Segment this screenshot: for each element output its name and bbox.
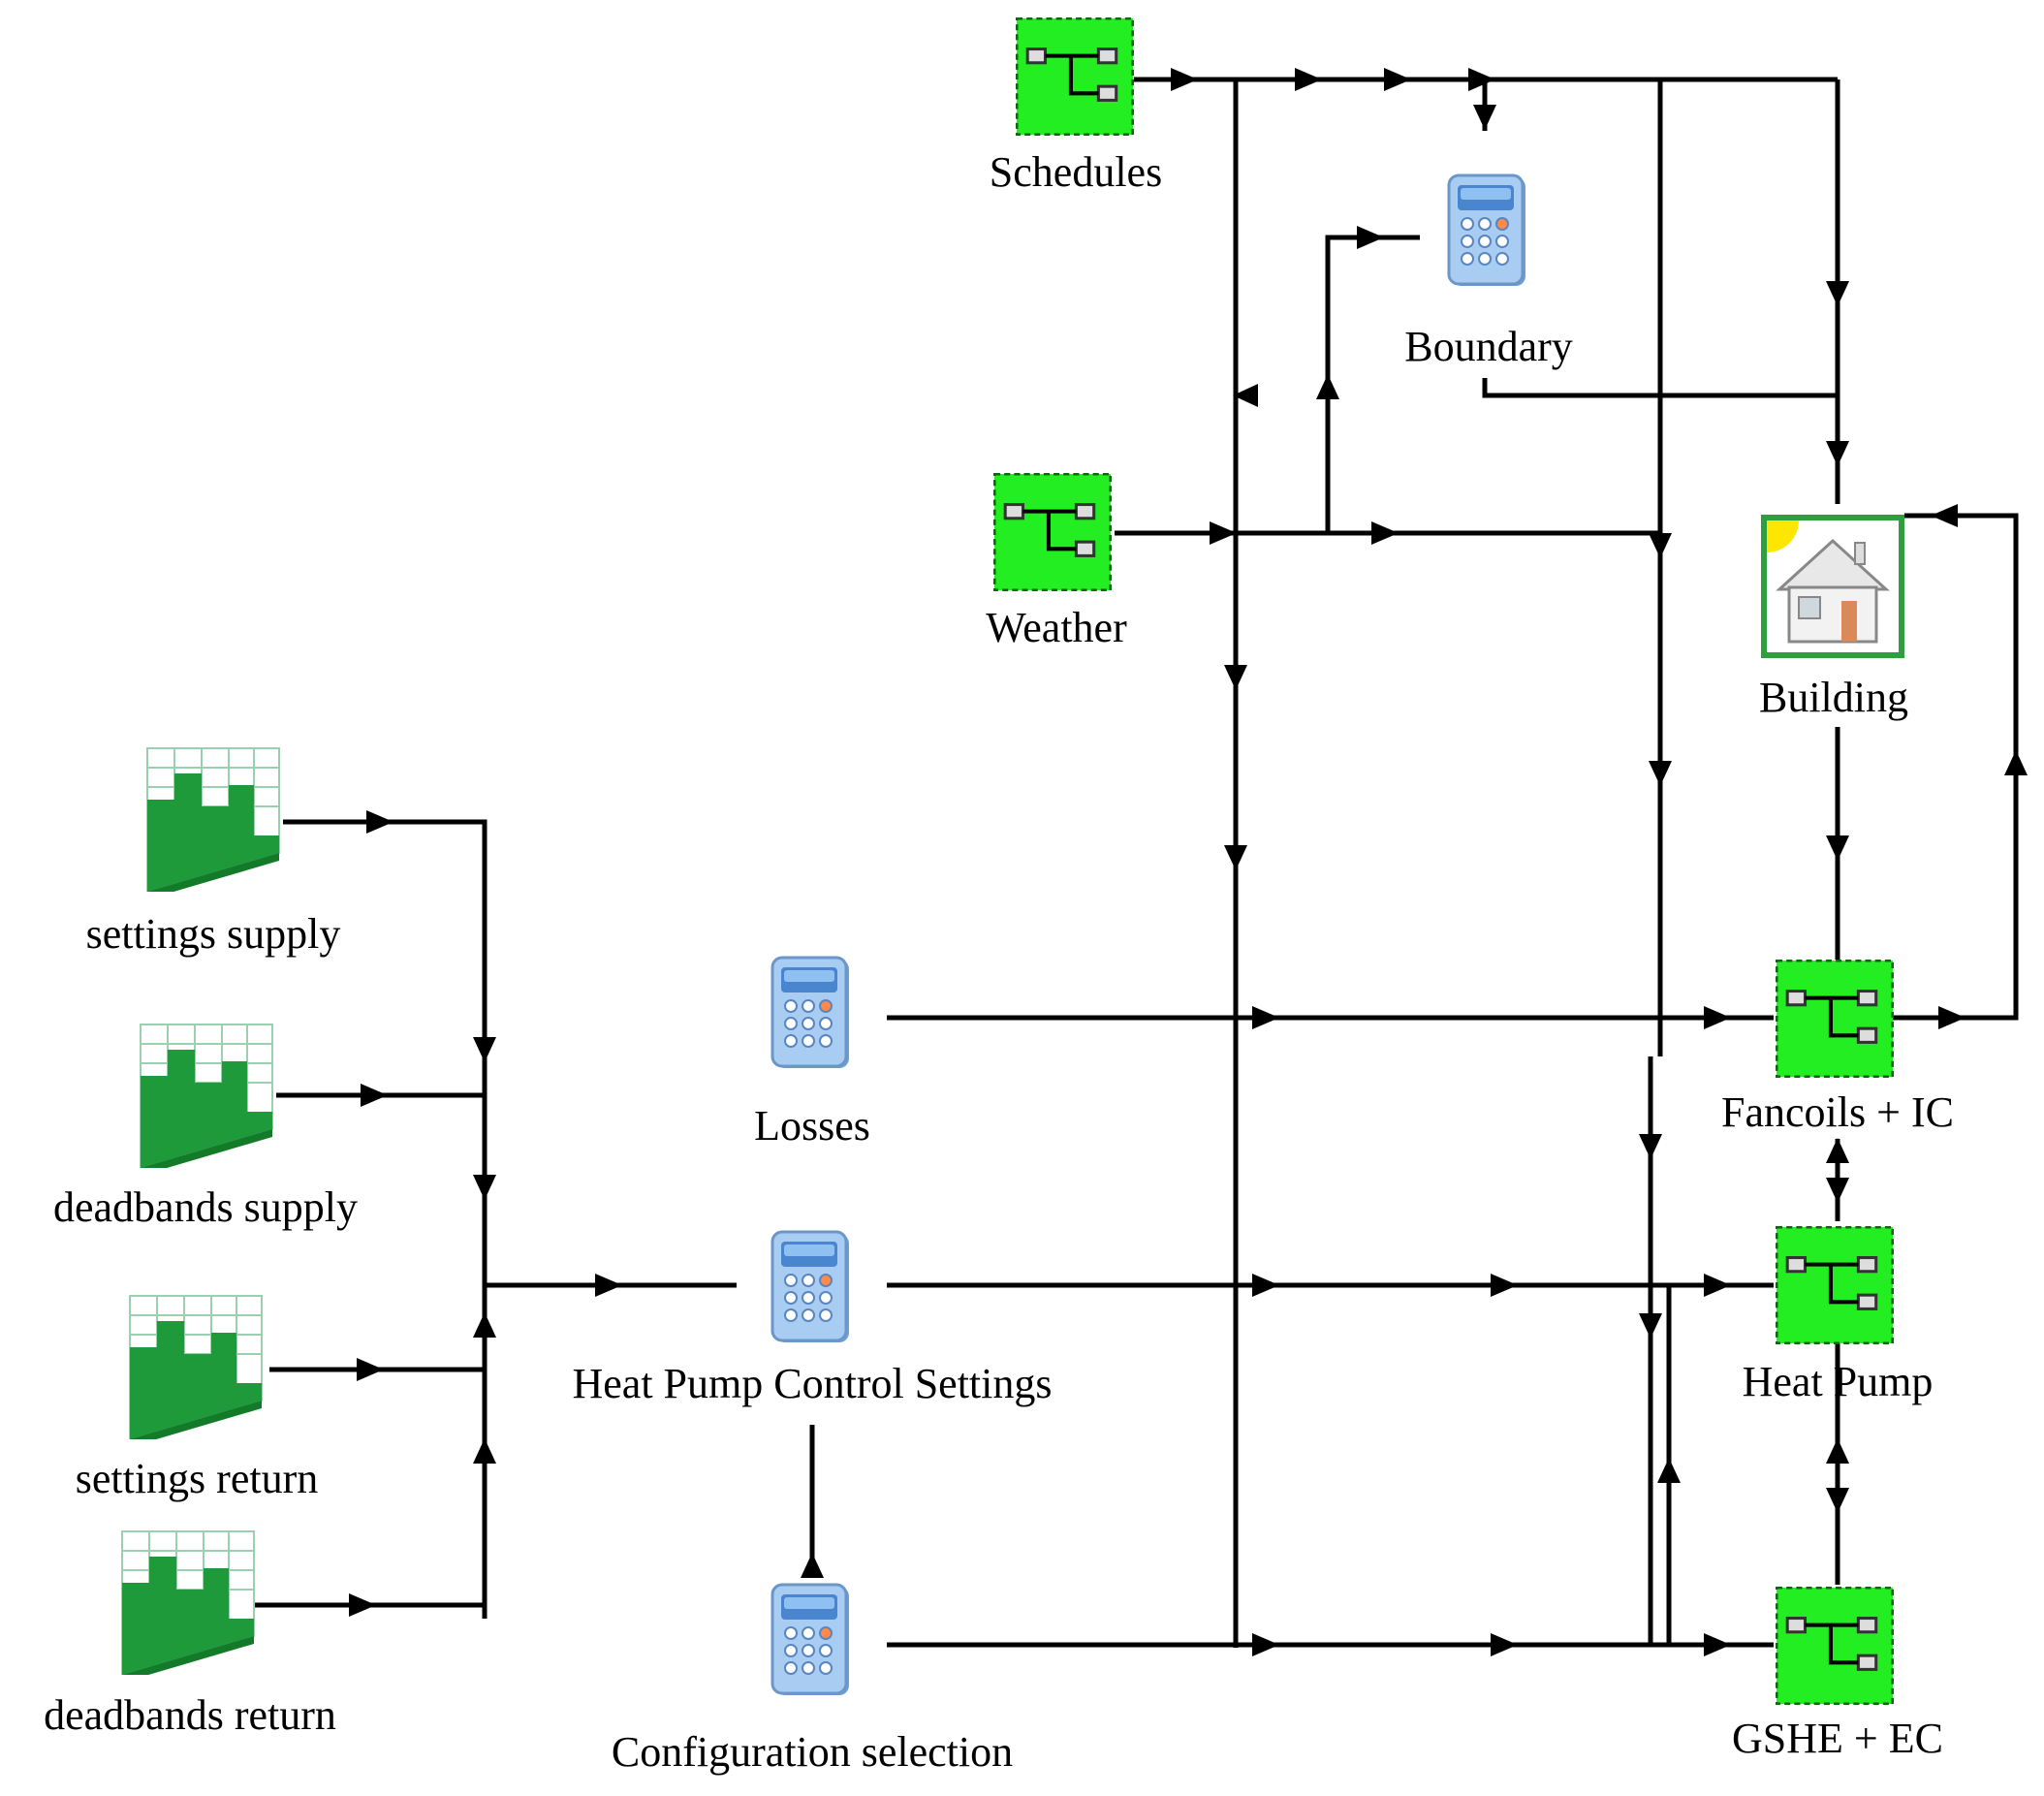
calculator-icon <box>770 1230 851 1344</box>
macro-block-icon <box>1777 1227 1893 1343</box>
calculator-icon <box>770 956 851 1070</box>
link-weather-boundary <box>1325 235 1420 533</box>
arrow-left <box>1931 504 1958 527</box>
macro-block-icon <box>1017 18 1133 135</box>
arrow-right <box>1938 1006 1965 1029</box>
arrow-right <box>1295 68 1322 91</box>
node-schedules[interactable]: Schedules <box>990 18 1162 196</box>
arrowheads <box>349 68 2028 1656</box>
node-label: Weather <box>986 604 1127 651</box>
macro-block-icon <box>1777 961 1893 1077</box>
node-label: Heat Pump <box>1743 1358 1934 1405</box>
macro-block-icon <box>994 474 1111 590</box>
node-losses[interactable]: Losses <box>754 956 870 1150</box>
node-label: deadbands supply <box>53 1183 358 1231</box>
profile-chart-icon <box>129 1295 263 1439</box>
arrow-down <box>473 1175 496 1200</box>
arrow-down <box>1649 533 1672 558</box>
link-boundary-out <box>1482 378 1838 398</box>
calculator-icon <box>770 1583 851 1697</box>
arrow-right <box>1357 226 1384 249</box>
node-label: settings return <box>76 1455 319 1502</box>
node-gshe[interactable]: GSHE + EC <box>1732 1588 1943 1762</box>
arrow-right <box>1384 68 1411 91</box>
arrow-right <box>349 1593 376 1617</box>
node-config[interactable]: Configuration selection <box>612 1583 1013 1776</box>
link-lines <box>254 77 2019 1648</box>
node-label: Configuration selection <box>612 1728 1013 1776</box>
node-boundary[interactable]: Boundary <box>1404 173 1573 370</box>
arrow-down <box>1826 835 1849 861</box>
arrow-right <box>1210 521 1237 545</box>
building-house-icon <box>1760 514 1905 659</box>
arrow-right <box>1468 68 1495 91</box>
node-label: Fancoils + IC <box>1721 1088 1954 1136</box>
calculator-icon <box>1447 173 1527 288</box>
node-label: deadbands return <box>44 1691 336 1739</box>
node-label: Building <box>1759 674 1908 721</box>
arrow-down <box>1826 281 1849 306</box>
node-settings-supply[interactable]: settings supply <box>86 747 341 958</box>
arrow-right <box>1252 1633 1279 1656</box>
node-fancoils[interactable]: Fancoils + IC <box>1721 961 1954 1136</box>
arrow-down <box>1224 665 1247 690</box>
node-hp-control[interactable]: Heat Pump Control Settings <box>573 1230 1053 1407</box>
arrow-down <box>1639 1134 1662 1159</box>
arrow-up <box>1657 1458 1681 1483</box>
macro-block-icon <box>1777 1588 1893 1704</box>
arrow-up <box>473 1438 496 1464</box>
arrow-right <box>1491 1633 1518 1656</box>
arrow-right <box>1252 1274 1279 1297</box>
profile-chart-icon <box>140 1024 273 1168</box>
arrow-down <box>1224 845 1247 870</box>
arrow-down <box>1649 761 1672 786</box>
node-building[interactable]: Building <box>1759 514 1908 721</box>
node-label: Schedules <box>990 148 1162 196</box>
arrow-right <box>361 1084 388 1107</box>
node-label: GSHE + EC <box>1732 1715 1943 1762</box>
arrow-up <box>1316 374 1339 399</box>
arrow-right <box>595 1274 622 1297</box>
arrow-up <box>1826 1138 1849 1163</box>
arrow-right <box>366 810 393 834</box>
arrow-right <box>1371 521 1399 545</box>
node-weather[interactable]: Weather <box>986 474 1127 651</box>
arrow-right <box>1704 1006 1731 1029</box>
node-heat-pump[interactable]: Heat Pump <box>1743 1227 1934 1405</box>
arrow-down <box>473 1037 496 1062</box>
arrow-down <box>1639 1313 1662 1339</box>
node-label: Losses <box>754 1102 870 1150</box>
arrow-down <box>1826 441 1849 466</box>
link-fancoils-building-return <box>1890 513 2019 1021</box>
profile-chart-icon <box>146 747 280 892</box>
profile-chart-icon <box>121 1530 255 1675</box>
arrow-right <box>1704 1274 1731 1297</box>
arrow-down <box>1473 105 1496 130</box>
node-label: settings supply <box>86 910 341 958</box>
node-label: Heat Pump Control Settings <box>573 1360 1053 1407</box>
arrow-down <box>1826 1178 1849 1203</box>
link-settings-supply <box>283 819 487 1619</box>
arrow-right <box>357 1358 384 1381</box>
node-label: Boundary <box>1404 323 1573 370</box>
arrow-up <box>2004 750 2028 775</box>
arrow-right <box>1491 1274 1518 1297</box>
arrow-right <box>1252 1006 1279 1029</box>
arrow-up <box>473 1312 496 1338</box>
arrow-up <box>1826 1438 1849 1464</box>
node-deadbands-return[interactable]: deadbands return <box>44 1530 336 1739</box>
node-settings-return[interactable]: settings return <box>76 1295 319 1502</box>
arrow-right <box>1704 1633 1731 1656</box>
arrow-up <box>801 1553 824 1578</box>
arrow-down <box>1826 1488 1849 1513</box>
arrow-up <box>1233 384 1258 407</box>
arrow-right <box>1171 68 1198 91</box>
node-deadbands-supply[interactable]: deadbands supply <box>53 1024 358 1231</box>
